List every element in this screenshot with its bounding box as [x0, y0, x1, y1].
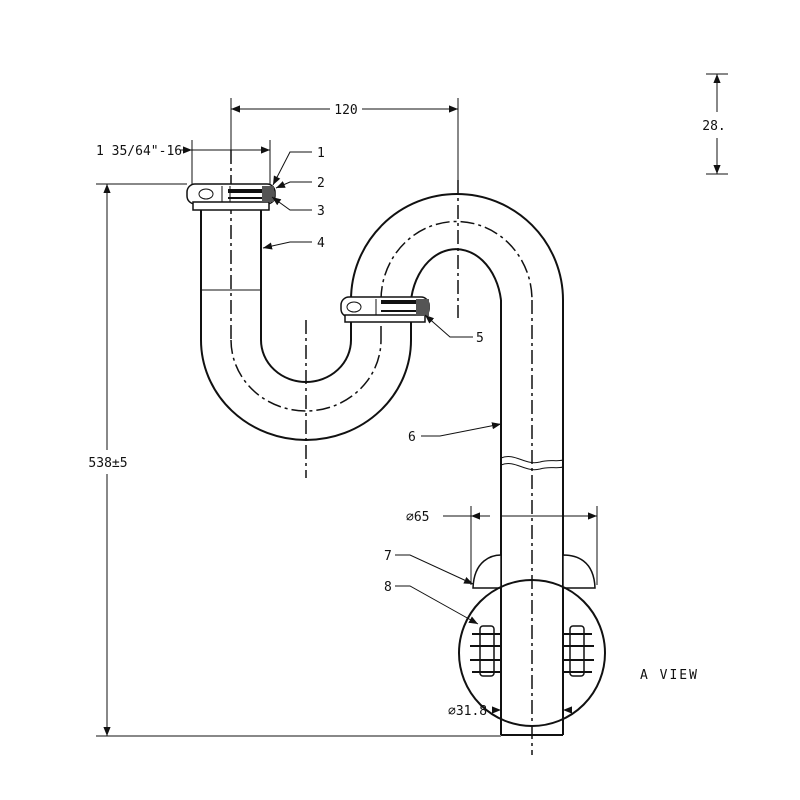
dimension-thread: 1 35/64"-16 — [96, 140, 271, 184]
dimension-120: 120 — [230, 98, 459, 180]
dim-dia-31-8-label: ∅31.8 — [448, 704, 487, 719]
middle-slip-nut — [340, 296, 430, 323]
dim-dia-65-label: ∅65 — [406, 510, 429, 525]
callout-7: 7 — [384, 549, 392, 564]
dimension-28: 28. — [702, 73, 728, 175]
callout-leaders: 1 2 3 4 5 6 7 8 — [262, 146, 502, 625]
top-slip-nut — [186, 183, 276, 211]
callout-4: 4 — [317, 236, 325, 251]
callout-6: 6 — [408, 430, 416, 445]
callout-5: 5 — [476, 331, 484, 346]
callout-1: 1 — [317, 146, 325, 161]
dim-thread-label: 1 35/64"-16 — [96, 144, 182, 159]
callout-8: 8 — [384, 580, 392, 595]
dimension-dia-31-8: ∅31.8 — [448, 704, 572, 719]
dim-120-label: 120 — [334, 103, 357, 118]
escutcheon — [472, 554, 596, 589]
callout-2: 2 — [317, 176, 325, 191]
dim-28-label: 28. — [702, 119, 725, 134]
dimension-538: 538±5 — [88, 183, 501, 737]
dimension-dia-65: ∅65 — [406, 506, 598, 585]
dim-538-label: 538±5 — [88, 456, 127, 471]
view-a-label: A VIEW — [640, 668, 699, 683]
trap-pipe — [200, 193, 564, 736]
detail-view-a — [458, 579, 606, 727]
callout-3: 3 — [317, 204, 325, 219]
